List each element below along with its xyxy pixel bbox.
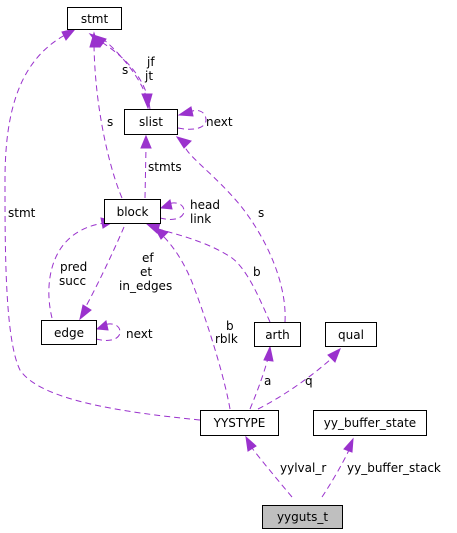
edge-block-self-head-link	[159, 199, 185, 220]
node-arth-label: arth	[265, 328, 290, 342]
node-qual[interactable]: qual	[325, 322, 377, 347]
label-yystype-block-b: b	[226, 319, 234, 333]
node-edge-label: edge	[54, 326, 84, 340]
edge-slist-stmt-jf-jt	[88, 33, 151, 111]
node-stmt-label: stmt	[81, 12, 109, 26]
label-pred: pred	[60, 260, 87, 274]
node-arth[interactable]: arth	[254, 322, 301, 347]
edge-yystype-qual-q	[257, 347, 341, 410]
label-stmts: stmts	[148, 160, 182, 174]
node-block[interactable]: block	[104, 199, 161, 224]
label-ef: ef	[142, 251, 154, 265]
node-block-label: block	[117, 205, 149, 219]
edge-arth-slist-s	[175, 136, 286, 323]
edge-edge-self-next	[95, 320, 121, 341]
label-stmt-slist-s: s	[122, 63, 128, 77]
edge-yystype-block-b-rblk	[153, 227, 231, 410]
node-stmt[interactable]: stmt	[67, 7, 122, 30]
label-a: a	[264, 374, 271, 388]
edge-block-edge-ef-et-in-edges	[79, 226, 125, 321]
label-head: head	[190, 198, 220, 212]
node-yystype-label: YYSTYPE	[213, 416, 266, 430]
edge-yystype-stmt	[4, 28, 201, 421]
label-arth-slist-s: s	[258, 206, 264, 220]
edge-stmt-slist-s	[101, 37, 153, 110]
label-arth-block-b: b	[253, 265, 261, 279]
label-slist-next: next	[206, 115, 233, 129]
node-yy-buffer-state-label: yy_buffer_state	[324, 416, 416, 430]
edge-yyguts-yystype	[245, 435, 293, 498]
node-qual-label: qual	[338, 328, 364, 342]
node-yy-buffer-state[interactable]: yy_buffer_state	[313, 410, 427, 436]
label-rblk: rblk	[215, 332, 238, 346]
label-edge-next: next	[126, 327, 153, 341]
node-yyguts-t[interactable]: yyguts_t	[262, 505, 343, 529]
label-jf: jf	[146, 55, 155, 69]
label-link: link	[190, 212, 211, 226]
label-q: q	[305, 374, 313, 388]
label-yylval-r: yylval_r	[280, 461, 326, 475]
label-yy-buffer-stack: yy_buffer_stack	[347, 461, 441, 475]
label-in-edges: in_edges	[119, 279, 172, 293]
node-yystype[interactable]: YYSTYPE	[200, 410, 279, 436]
label-jt: jt	[144, 69, 153, 83]
node-slist[interactable]: slist	[124, 109, 178, 135]
edge-slist-self-next	[177, 106, 207, 130]
edge-block-slist-stmts	[140, 134, 152, 199]
edge-yystype-arth-a	[249, 345, 274, 410]
label-et: et	[140, 265, 152, 279]
label-succ: succ	[59, 274, 86, 288]
node-edge[interactable]: edge	[41, 320, 97, 345]
edge-block-stmt-s	[89, 31, 123, 199]
node-yyguts-t-label: yyguts_t	[277, 510, 328, 524]
label-block-stmt-s: s	[107, 115, 113, 129]
label-yystype-stmt: stmt	[8, 206, 36, 220]
edge-yyguts-buffer	[321, 437, 354, 498]
node-slist-label: slist	[139, 115, 163, 129]
